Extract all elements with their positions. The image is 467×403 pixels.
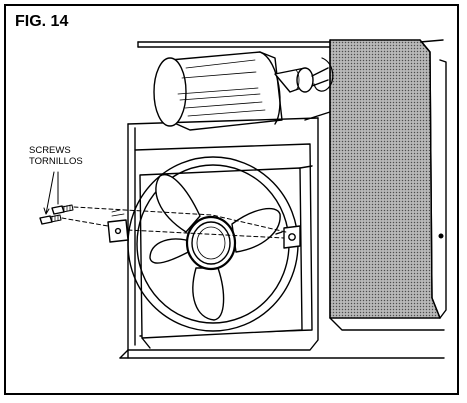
figure-label: FIG. 14 <box>15 13 69 30</box>
screw-lower <box>39 214 62 225</box>
motor-shaft <box>274 67 329 93</box>
mounting-bracket-right <box>275 225 301 249</box>
callout-leaders <box>43 171 59 215</box>
alignment-lines <box>61 206 287 239</box>
side-enclosure <box>313 39 447 331</box>
fan-hub <box>185 215 237 271</box>
callout-english: SCREWS <box>29 145 71 156</box>
fan-blades <box>149 174 281 321</box>
screw-upper <box>51 204 74 215</box>
motor <box>153 51 283 131</box>
callout-spanish: TORNILLOS <box>29 156 83 167</box>
mounting-bracket-left <box>107 209 129 243</box>
screws-callout: SCREWS TORNILLOS <box>29 145 83 167</box>
bottom-rail <box>119 349 445 359</box>
